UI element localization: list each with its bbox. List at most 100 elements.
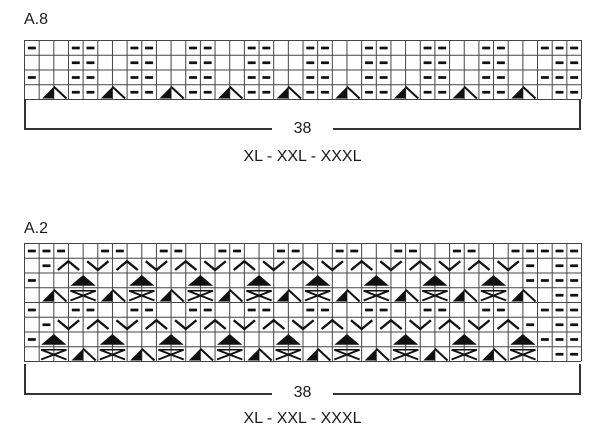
triangle-symbol [70,275,96,286]
purl-symbol [203,308,212,312]
purl-symbol [42,249,51,253]
purl-symbol [262,46,271,50]
down-chevron-symbol [291,319,315,331]
decrease-symbol [481,348,494,361]
purl-symbol [57,249,66,253]
down-chevron-symbol [350,319,374,331]
decrease-symbol [306,348,318,361]
triangle-symbol [363,275,389,286]
triangle-symbol [422,275,448,286]
purl-symbol [86,46,95,50]
up-chevron-symbol [203,318,227,330]
chart-a2-label: A.2 [24,220,49,237]
chart-a2-grid [24,243,582,362]
triangle-symbol [275,334,301,345]
purl-symbol [540,249,549,253]
purl-symbol [277,249,286,253]
triangle-symbol [187,275,214,286]
purl-symbol [145,308,154,312]
purl-symbol [130,46,139,50]
chart-a2-sizes: XL - XXL - XXXL [243,410,362,427]
chart-a8-grid [24,40,582,100]
purl-symbol [27,279,36,282]
purl-symbol [101,249,110,253]
decrease-symbol [452,86,465,99]
purl-symbol [570,352,579,356]
down-chevron-symbol [467,319,491,331]
purl-symbol [27,46,36,50]
purl-symbol [496,308,505,312]
purl-symbol [570,279,579,282]
chart-a8-stitch-count-text: 38 [271,120,334,137]
purl-symbol [335,249,344,253]
up-chevron-symbol [86,318,110,330]
purl-symbol [247,76,256,79]
down-chevron-symbol [408,319,432,331]
purl-symbol [130,76,139,79]
purl-symbol [438,308,447,312]
up-chevron-symbol [438,318,462,330]
purl-symbol [423,61,432,65]
purl-symbol [189,308,198,312]
purl-symbol [364,308,373,312]
purl-symbol [526,264,535,268]
purl-symbol [555,279,564,282]
purl-symbol [189,61,198,65]
purl-symbol [526,249,535,253]
purl-symbol [233,249,242,253]
purl-symbol [247,308,256,312]
decrease-symbol [247,348,260,361]
triangle-symbol [129,275,155,286]
purl-symbol [540,338,549,341]
purl-symbol [27,249,36,253]
purl-symbol [86,90,95,94]
decrease-symbol [130,348,142,361]
purl-symbol [482,46,491,50]
purl-symbol [130,61,139,65]
chart-a8-stitch-count: 38 [0,120,600,138]
decrease-symbol [276,289,289,302]
triangle-symbol [41,334,67,345]
purl-symbol [555,323,564,327]
purl-symbol [408,249,417,253]
purl-symbol [555,76,564,79]
purl-symbol [438,46,447,50]
purl-symbol [189,46,198,50]
purl-symbol [570,308,579,312]
purl-symbol [130,308,139,312]
purl-symbol [306,61,315,65]
purl-symbol [203,61,212,65]
decrease-symbol [452,289,465,302]
purl-symbol [320,46,329,50]
purl-symbol [145,61,154,65]
purl-symbol [540,279,549,282]
purl-symbol [423,46,432,50]
purl-symbol [423,90,432,94]
decrease-symbol [71,348,84,361]
purl-symbol [555,352,564,356]
purl-symbol [174,249,183,253]
purl-symbol [496,90,505,94]
purl-symbol [86,61,95,65]
purl-symbol [423,76,432,79]
purl-symbol [71,90,80,94]
purl-symbol [364,46,373,50]
up-chevron-symbol [57,259,80,271]
purl-symbol [540,76,549,79]
down-chevron-symbol [86,260,110,272]
purl-symbol [262,308,271,312]
up-chevron-symbol [467,259,491,271]
down-chevron-symbol [438,260,462,272]
purl-symbol [364,90,373,94]
triangle-symbol [392,334,419,345]
decrease-symbol [393,289,406,302]
purl-symbol [570,293,579,297]
up-chevron-symbol [408,259,432,271]
chart-a8-label: A.8 [24,11,49,28]
purl-symbol [189,76,198,79]
purl-symbol [218,249,227,253]
purl-symbol [570,90,579,94]
purl-symbol [320,61,329,65]
purl-symbol [379,76,388,79]
down-chevron-symbol [144,260,168,272]
